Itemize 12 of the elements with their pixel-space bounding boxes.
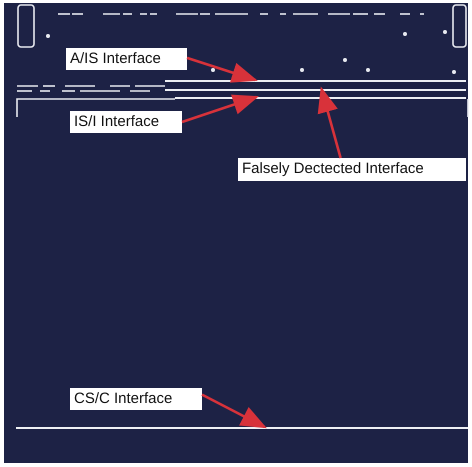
leader-arrow xyxy=(186,56,258,83)
interface-line xyxy=(165,80,466,82)
interface-line xyxy=(16,427,468,429)
leader-arrow xyxy=(182,94,259,124)
callout-label: A/IS Interface xyxy=(66,48,187,70)
leader-arrow xyxy=(201,393,267,428)
interface-line xyxy=(165,89,466,91)
interface-line xyxy=(175,97,466,99)
callout-label: Falsely Dectected Interface xyxy=(238,158,466,181)
callout-label: CS/C Interface xyxy=(70,388,202,410)
leader-arrow xyxy=(318,86,342,158)
callout-label: IS/I Interface xyxy=(70,111,182,133)
